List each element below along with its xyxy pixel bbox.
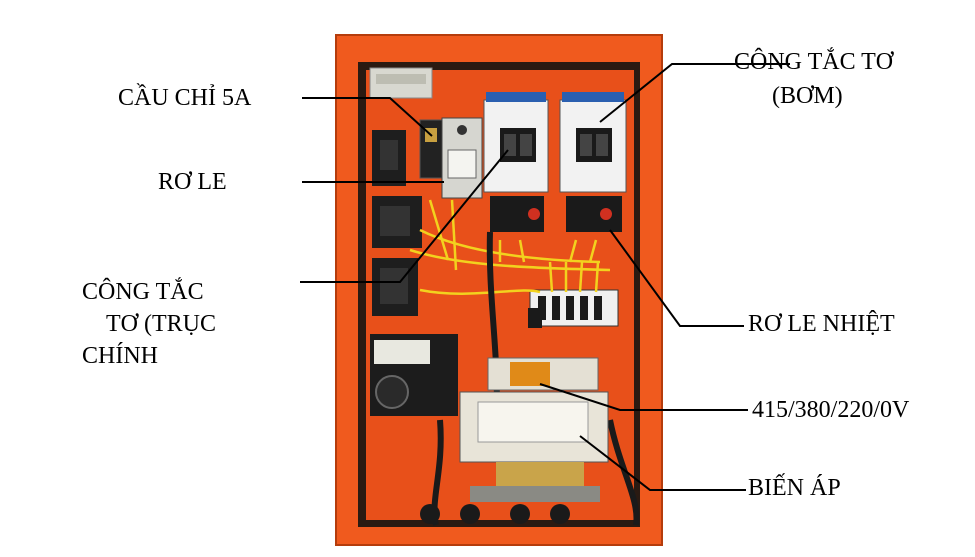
leader-transformer [579, 435, 746, 491]
terminal-cover [369, 67, 433, 99]
spindle-contactor [483, 92, 549, 232]
relay-module [441, 117, 483, 199]
spindle-contactor-label-line2: TƠ (TRỤC [106, 311, 216, 337]
leader-thermal-relay [609, 229, 744, 327]
pump-contactor-label-line2: (BƠM) [772, 83, 843, 109]
left-wire-duct [372, 130, 422, 316]
transformer [459, 357, 609, 502]
leader-spindle-contactor [300, 149, 509, 283]
relay-label: RƠ LE [158, 169, 227, 195]
thermal-relay-label: RƠ LE NHIỆT [748, 311, 895, 337]
spindle-contactor-label-line3: CHÍNH [82, 343, 158, 369]
timer-unit [370, 334, 458, 416]
fuse-label: CẦU CHỈ 5A [118, 85, 252, 111]
leader-fuse [302, 97, 433, 137]
pump-contactor-label-line1: CÔNG TẮC TƠ [734, 49, 894, 75]
leader-pump-contactor [599, 63, 790, 123]
spindle-contactor-label-line1: CÔNG TẮC [82, 279, 204, 305]
voltage-taps-label: 415/380/220/0V [752, 397, 910, 423]
terminal-block [528, 289, 619, 328]
leader-lines [300, 63, 790, 491]
cable-glands [420, 504, 570, 524]
transformer-label: BIẾN ÁP [748, 475, 841, 501]
pump-contactor [559, 92, 627, 232]
leader-voltage-taps [539, 383, 748, 411]
